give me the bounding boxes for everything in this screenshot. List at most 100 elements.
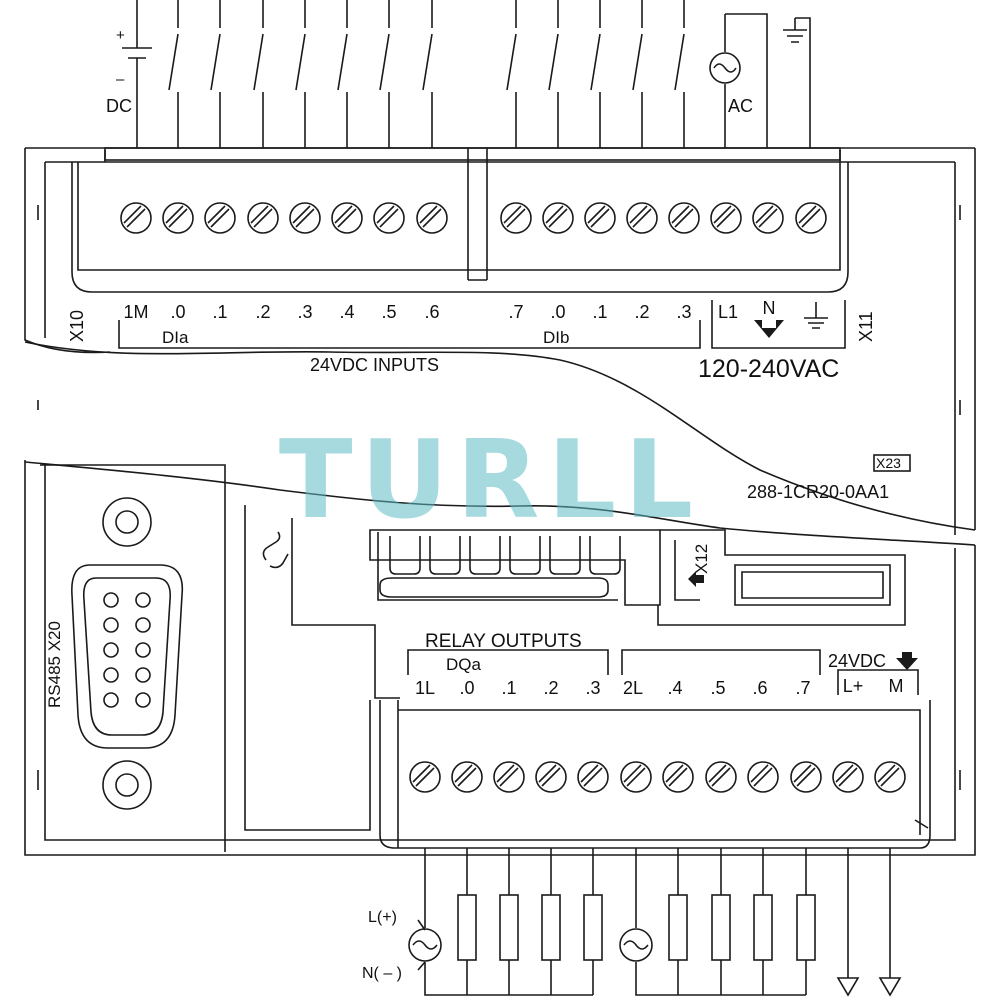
input-switch-icon [168,0,179,148]
terminal-screw-icon[interactable] [668,202,700,234]
db9-pin [135,692,151,708]
screw-head [247,202,279,234]
screw-head [795,202,827,234]
terminal-screw-icon[interactable] [874,761,906,793]
expansion-slots [389,536,621,575]
screw-head [620,761,652,793]
screw-slot [755,205,778,228]
dc-source-battery-icon [122,0,152,148]
expansion-area [244,505,906,831]
input-terminal-label: 1M [123,302,148,322]
input-switch-icon [210,0,221,148]
terminal-screw-icon[interactable] [542,202,574,234]
screw-slot [580,764,603,787]
connector-x10-label: X10 [67,310,87,342]
input-terminal-label: .2 [255,302,270,322]
screw-slot [123,205,146,228]
terminal-screw-icon[interactable] [710,202,742,234]
ac-source-wave [623,940,649,950]
screw-slot [708,764,731,787]
terminal-screw-icon[interactable] [120,202,152,234]
terminal-screw-icon[interactable] [577,761,609,793]
terminal-screw-icon[interactable] [832,761,864,793]
input-terminal-label: .6 [424,302,439,322]
screw-head [120,202,152,234]
terminal-screw-icon[interactable] [289,202,321,234]
dc-plus-label: + [116,27,125,44]
ac-source-icon [709,13,768,148]
screw-slot [545,205,568,228]
terminal-screw-icon[interactable] [162,202,194,234]
load-resistor-icon [499,894,519,961]
input-switch-icon [548,0,559,148]
output-terminal-label: .7 [795,678,810,698]
dqa-group-label: DQa [446,655,482,674]
screw-slot [798,205,821,228]
db9-pin [103,592,119,608]
expansion-slot [589,536,621,575]
screw-slot [750,764,773,787]
load-supply-plus-label: L(+) [368,909,397,926]
output-terminal-label: .3 [585,678,600,698]
input-terminal-label: .7 [508,302,523,322]
terminal-earth-icon [804,302,828,329]
screw-head [662,761,694,793]
screw-head [747,761,779,793]
terminal-screw-icon[interactable] [705,761,737,793]
screw-slot [334,205,357,228]
screw-head [204,202,236,234]
screw-slot [538,764,561,787]
screw-head [584,202,616,234]
terminal-screw-icon[interactable] [247,202,279,234]
input-switch-icon [590,0,601,148]
earth-ground-icon [783,17,811,148]
input-terminal-label: .5 [381,302,396,322]
db9-pin [103,692,119,708]
screw-head [668,202,700,234]
supply-terminal-label: M [889,676,904,696]
power-caption: 120-240VAC [698,355,839,383]
terminal-screw-icon[interactable] [373,202,405,234]
screw-slot [793,764,816,787]
output-terminal-label: .5 [710,678,725,698]
terminal-screw-icon[interactable] [493,761,525,793]
terminal-screw-icon[interactable] [416,202,448,234]
db9-pin [135,617,151,633]
load-resistor-icon [541,894,561,961]
screw-slot [835,764,858,787]
sensor-supply-label: 24VDC [828,651,886,671]
terminal-screw-icon[interactable] [331,202,363,234]
terminal-screw-icon[interactable] [752,202,784,234]
output-terminal-label: .6 [752,678,767,698]
ac-source-wave [412,940,438,950]
connector-x11-label: X11 [856,311,876,342]
screw-head [373,202,405,234]
sensor-supply-arrow-icon [896,652,918,670]
input-switch-icon [379,0,390,148]
input-wiring [168,0,685,148]
terminal-screw-icon[interactable] [500,202,532,234]
terminal-screw-icon[interactable] [409,761,441,793]
source-wire [635,895,806,996]
screw-slot [665,764,688,787]
terminal-screw-icon[interactable] [584,202,616,234]
terminal-screw-icon[interactable] [795,202,827,234]
terminal-screw-icon[interactable] [204,202,236,234]
input-switch-icon [295,0,306,148]
terminal-screw-icon[interactable] [620,761,652,793]
terminal-screw-icon[interactable] [790,761,822,793]
terminal-screw-icon[interactable] [747,761,779,793]
terminal-screw-icon[interactable] [451,761,483,793]
neutral-arrow-icon [754,320,784,338]
expansion-slot [469,536,501,575]
source-tick [417,919,426,971]
terminal-screw-icon[interactable] [626,202,658,234]
db9-connector-pins [103,592,151,708]
terminal-screw-icon[interactable] [662,761,694,793]
expansion-slot [389,536,421,575]
screw-slot [292,205,315,228]
db9-pin [103,642,119,658]
terminal-screw-icon[interactable] [535,761,567,793]
load-resistor-icon [753,894,773,961]
